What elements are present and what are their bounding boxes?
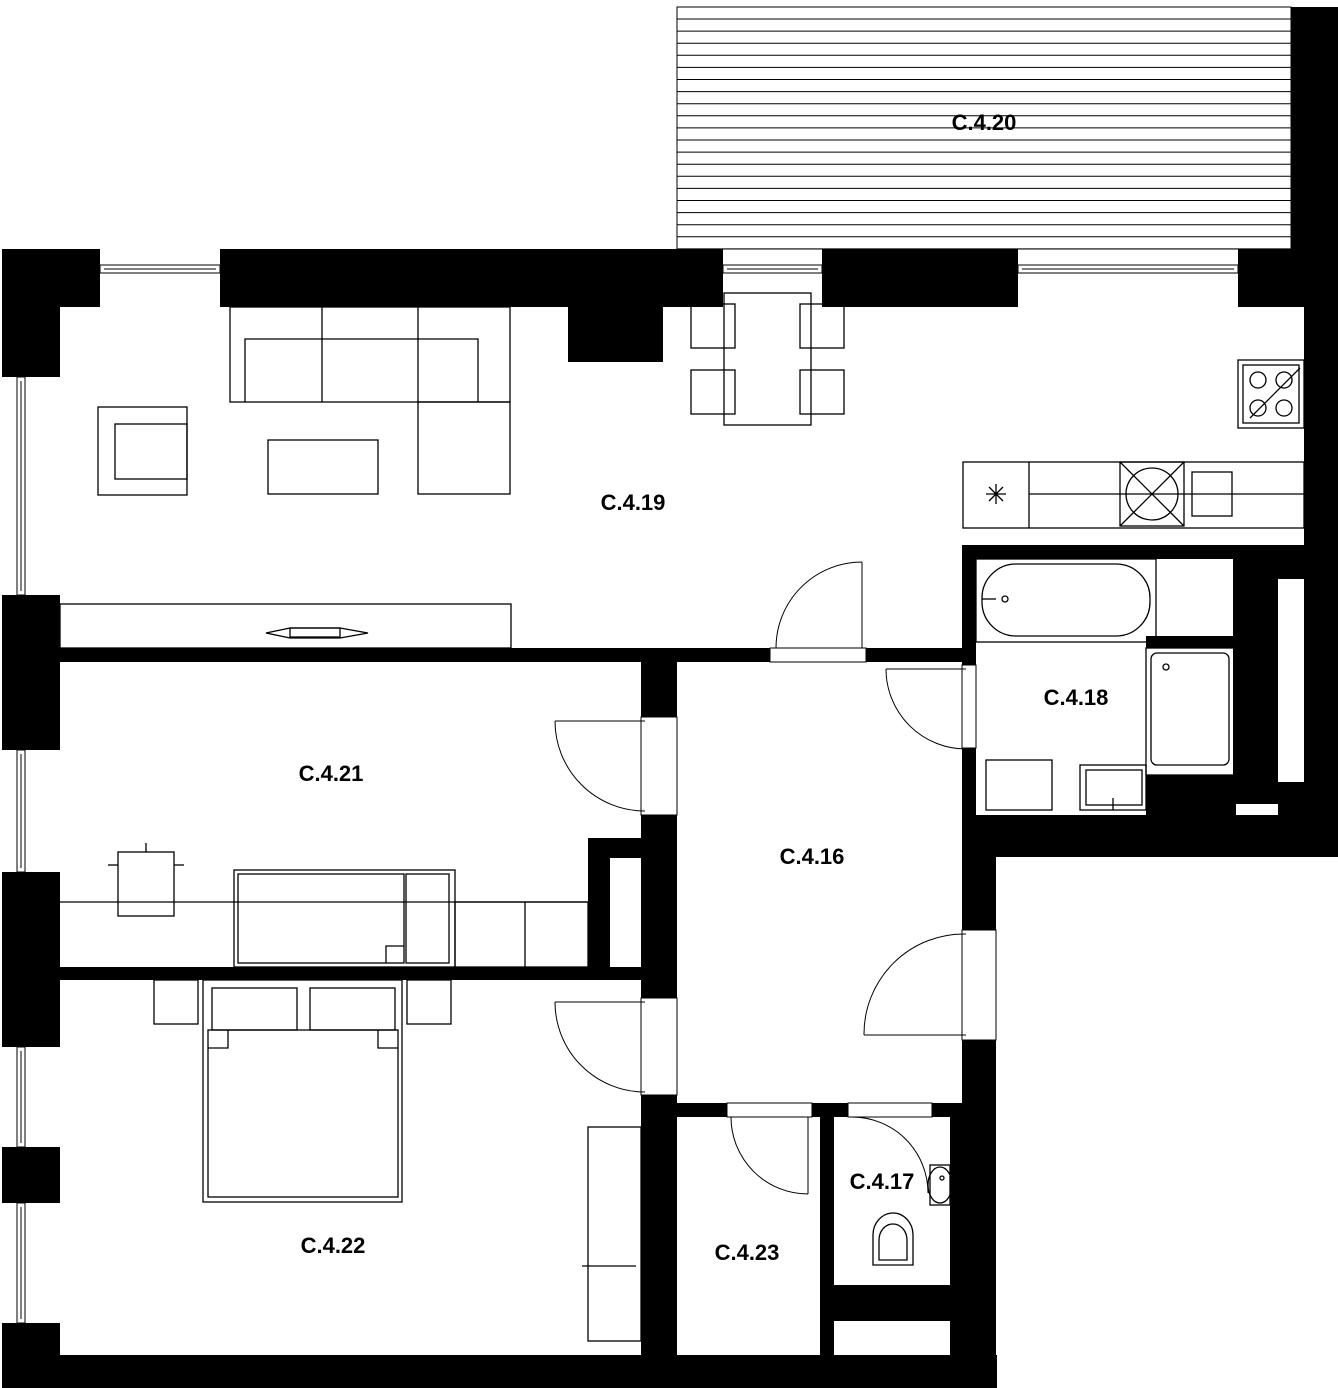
- toilet: [872, 1212, 914, 1266]
- room-label-c4-22: C.4.22: [301, 1233, 366, 1258]
- coffee-table: [267, 439, 379, 495]
- nightstand-left: [153, 979, 199, 1025]
- room-label-c4-19: C.4.19: [601, 490, 666, 515]
- nightstand-right: [406, 979, 452, 1025]
- room-label-c4-17: C.4.17: [850, 1169, 915, 1194]
- armchair: [97, 406, 188, 496]
- walls: [2, 7, 1338, 1388]
- shower: [1145, 647, 1235, 776]
- wardrobe-22: [582, 1126, 642, 1342]
- room-label-c4-21: C.4.21: [299, 761, 364, 786]
- wardrobe-21: [454, 901, 589, 968]
- hob-icon: [986, 484, 1006, 504]
- windows: [16, 264, 1239, 1324]
- sofa: [229, 306, 511, 495]
- washing-machine: [985, 759, 1053, 811]
- room-label-c4-16: C.4.16: [780, 844, 845, 869]
- double-bed: [202, 979, 403, 1203]
- stove: [1237, 359, 1305, 429]
- desk: [60, 843, 588, 917]
- washbasin: [1079, 764, 1147, 811]
- room-label-c4-18: C.4.18: [1044, 685, 1109, 710]
- tv-unit: [59, 603, 512, 649]
- wc-basin: [927, 1164, 953, 1206]
- terrace-decking: [676, 6, 1292, 250]
- single-bed: [233, 869, 456, 968]
- room-label-c4-20: C.4.20: [952, 110, 1017, 135]
- bathtub: [975, 558, 1157, 643]
- doors: [554, 561, 997, 1195]
- room-label-c4-23: C.4.23: [715, 1240, 780, 1265]
- dining-set: [690, 292, 845, 426]
- kitchen-counter: [962, 461, 1305, 529]
